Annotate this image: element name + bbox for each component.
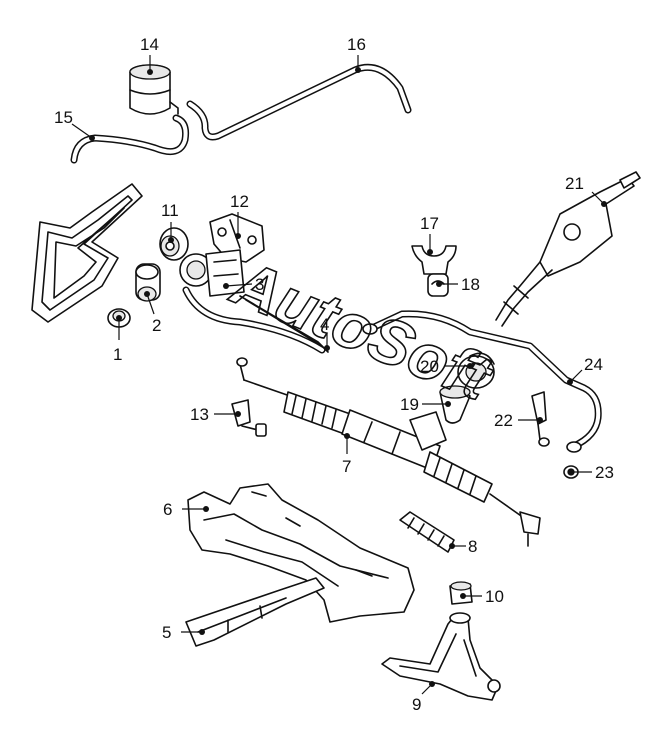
callout-18[interactable]: 18 [436, 275, 480, 294]
callout-20-label: 20 [420, 357, 439, 376]
callout-23[interactable]: 23 [568, 463, 614, 482]
callout-5[interactable]: 5 [162, 623, 205, 642]
callout-10-label: 10 [485, 587, 504, 606]
callout-1-label: 1 [113, 345, 122, 364]
part-2-bushing[interactable] [135, 263, 161, 302]
callout-21-label: 21 [565, 174, 584, 193]
part-16-hose[interactable] [186, 63, 412, 141]
callout-7-label: 7 [342, 457, 351, 476]
callout-9-label: 9 [412, 695, 421, 714]
callout-21[interactable]: 21 [565, 174, 607, 207]
callout-5-label: 5 [162, 623, 171, 642]
callout-3-label: 3 [255, 275, 264, 294]
callout-15-label: 15 [54, 108, 73, 127]
callout-24-label: 24 [584, 355, 603, 374]
part-10-bushing[interactable] [449, 581, 473, 605]
callout-19-label: 19 [400, 395, 419, 414]
callout-6[interactable]: 6 [163, 500, 209, 519]
callout-19[interactable]: 19 [400, 395, 451, 414]
callout-14[interactable]: 14 [140, 35, 159, 75]
callout-15[interactable]: 15 [54, 108, 95, 141]
callout-2[interactable]: 2 [144, 291, 161, 335]
callout-18-label: 18 [461, 275, 480, 294]
callout-24[interactable]: 24 [567, 355, 603, 385]
part-13-tie-rod-end[interactable] [231, 399, 267, 437]
part-3-pump[interactable] [179, 249, 326, 354]
callout-8[interactable]: 8 [449, 537, 477, 556]
callout-22-label: 22 [494, 411, 513, 430]
callout-9[interactable]: 9 [412, 681, 435, 714]
part-19-boot[interactable] [439, 385, 471, 424]
part-7-steering-rack[interactable] [236, 357, 541, 547]
callout-12-label: 12 [230, 192, 249, 211]
part-6-subframe[interactable] [187, 483, 415, 623]
part-5-crossmember[interactable] [185, 577, 325, 647]
callout-3[interactable]: 3 [223, 275, 264, 294]
part-11-pulley[interactable] [159, 227, 189, 261]
callout-16-label: 16 [347, 35, 366, 54]
part-17-clamp[interactable] [411, 245, 457, 275]
part-15-hose[interactable] [70, 114, 190, 164]
callout-23-label: 23 [595, 463, 614, 482]
callout-14-label: 14 [140, 35, 159, 54]
callout-10[interactable]: 10 [460, 587, 504, 606]
part-21-steering-column[interactable] [495, 171, 641, 327]
part-9-lower-arm[interactable] [381, 612, 501, 701]
callout-12[interactable]: 12 [230, 192, 249, 239]
part-14-reservoir[interactable] [129, 64, 179, 115]
callout-8-label: 8 [468, 537, 477, 556]
drive-belt [31, 183, 143, 323]
callout-13-label: 13 [190, 405, 209, 424]
part-8-gaiter[interactable] [399, 511, 455, 553]
callout-22[interactable]: 22 [494, 411, 543, 430]
callout-11[interactable]: 11 [161, 201, 179, 243]
callout-11-label: 11 [161, 201, 179, 220]
callout-6-label: 6 [163, 500, 172, 519]
callout-7[interactable]: 7 [342, 433, 351, 476]
callout-4[interactable]: 4 [320, 315, 330, 351]
callout-16[interactable]: 16 [347, 35, 366, 73]
callout-20[interactable]: 20 [420, 357, 473, 376]
callout-1[interactable]: 1 [113, 315, 122, 364]
callout-17[interactable]: 17 [420, 214, 439, 255]
part-22-ball-joint[interactable] [531, 391, 550, 447]
callout-4-label: 4 [320, 315, 329, 334]
part-24-anti-roll-bar[interactable] [362, 310, 602, 453]
callout-2-label: 2 [152, 316, 161, 335]
callout-17-label: 17 [420, 214, 439, 233]
callout-13[interactable]: 13 [190, 405, 241, 424]
